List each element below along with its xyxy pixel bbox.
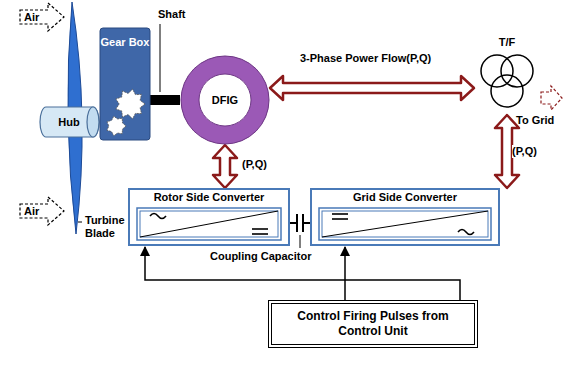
air-label: Air bbox=[24, 205, 39, 218]
grid-label: To Grid bbox=[516, 114, 554, 127]
air-label: Air bbox=[24, 11, 39, 24]
node-text: Hub bbox=[58, 116, 79, 129]
shaft-label: Shaft bbox=[158, 8, 186, 21]
edge-label: (P,Q) bbox=[512, 145, 537, 158]
node-text: T/F bbox=[474, 36, 540, 49]
leader-line bbox=[300, 235, 301, 248]
node-text: Control Firing Pulses from Control Unit bbox=[280, 309, 466, 339]
grid-arrow bbox=[541, 86, 562, 110]
control-unit: Control Firing Pulses from Control Unit bbox=[268, 300, 478, 348]
text-holder: DFIG bbox=[212, 94, 238, 107]
leader-line bbox=[160, 24, 161, 92]
edge-label: 3-Phase Power Flow(P,Q) bbox=[300, 52, 431, 65]
control-signal-line bbox=[145, 247, 460, 300]
capacitor-label: Coupling Capacitor bbox=[210, 250, 311, 263]
power-flow-arrow bbox=[213, 145, 237, 188]
air-arrow bbox=[20, 3, 64, 31]
leader-line bbox=[78, 222, 82, 223]
transformer: T/F bbox=[474, 36, 540, 115]
grid-side-converter: Grid Side Converter bbox=[310, 188, 500, 246]
hub-cylinder: Hub bbox=[38, 105, 100, 139]
dc-link-capacitor bbox=[290, 214, 310, 232]
text-holder: Hub bbox=[58, 116, 79, 129]
gear-box: Gear Box bbox=[100, 28, 150, 140]
power-flow-arrow bbox=[270, 76, 474, 100]
node-text: Rotor Side Converter bbox=[134, 191, 284, 204]
transformer-coils bbox=[474, 51, 540, 115]
converter-symbol bbox=[318, 207, 564, 241]
node-text: DFIG bbox=[212, 94, 238, 107]
node-text: Gear Box bbox=[100, 28, 150, 49]
edge-label: (P,Q) bbox=[242, 158, 267, 171]
node-text: Grid Side Converter bbox=[316, 191, 494, 204]
shaft bbox=[150, 95, 180, 105]
air-arrow bbox=[20, 197, 64, 225]
control-signal-line bbox=[344, 247, 346, 300]
rotor-side-converter: Rotor Side Converter bbox=[128, 188, 290, 246]
blade-label: Turbine Blade bbox=[85, 214, 131, 240]
generator-ring: DFIG bbox=[180, 55, 270, 145]
